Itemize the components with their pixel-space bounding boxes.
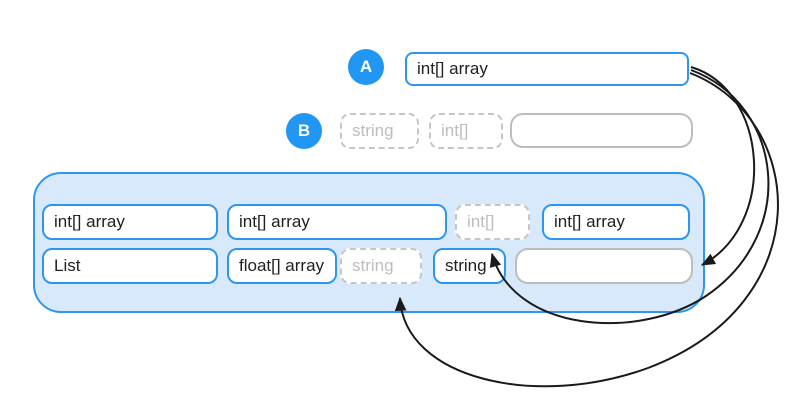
container-group [33,172,705,313]
container-row1-int-array-box-1: int[] array [42,204,218,240]
label-b-text: B [297,121,311,140]
box-label: int[] array [54,212,125,231]
a-box-label: int[] array [417,59,488,78]
container-row2-empty-box [515,248,693,284]
container-row2-dashed-string-box: string [340,248,422,284]
a-box: int[] array [405,52,689,86]
box-label: int[] [467,212,495,231]
container-row2-float-array-box: float[] array [227,248,337,284]
box-label: string [352,256,394,275]
b-dashed-int-box: int[] [429,113,503,149]
box-label: float[] array [239,256,325,275]
box-label: int[] array [239,212,310,231]
label-b-badge: B [286,113,322,149]
label-a-badge: A [348,49,384,85]
b-dashed-string-box: string [340,113,419,149]
b-dashed-string-label: string [352,121,394,140]
container-row2-list-box: List [42,248,218,284]
container-row1-int-array-box-2: int[] array [227,204,447,240]
container-row1-int-array-box-3: int[] array [542,204,690,240]
container-row2-string-box: string [433,248,506,284]
b-empty-box [510,113,693,148]
box-label: List [54,256,81,275]
b-dashed-int-label: int[] [441,121,469,140]
box-label: int[] array [554,212,625,231]
container-row1-dashed-int-box: int[] [455,204,530,240]
label-a-text: A [359,57,373,76]
box-label: string [445,256,487,275]
